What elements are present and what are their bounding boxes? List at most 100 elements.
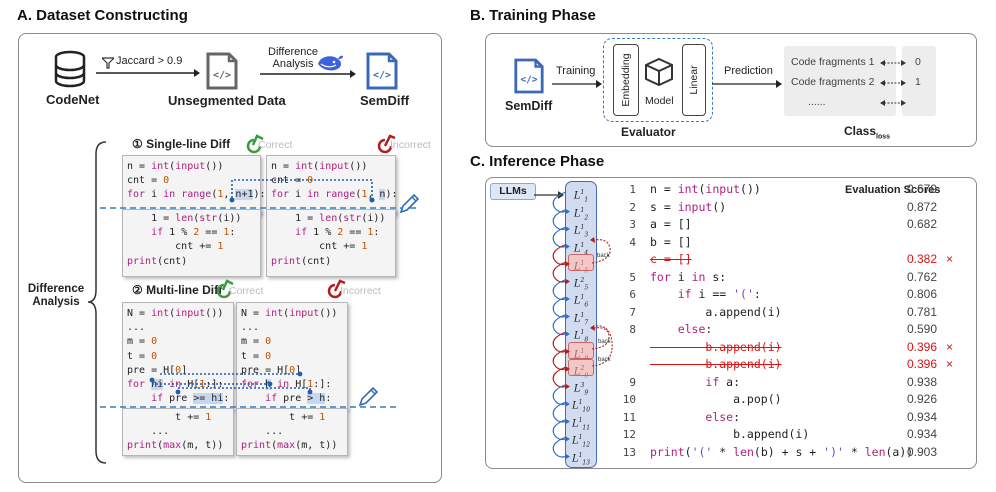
layer-sub: 4 (584, 248, 589, 256)
evaluation-score: 0.396 (907, 357, 938, 371)
line-number: 6 (629, 288, 636, 301)
layer-token: L39 (568, 377, 594, 396)
layer-sub: 11 (582, 423, 591, 431)
layer-sup: 1 (580, 224, 585, 231)
check-incorrect-icon-1 (376, 133, 398, 155)
line-number: 8 (629, 323, 636, 336)
linear-block: Linear (682, 44, 706, 116)
layer-sub: 13 (582, 458, 591, 466)
evaluation-score: 0.926 (907, 392, 938, 406)
layer-sup: 1 (578, 434, 583, 441)
evaluation-score: 0.590 (907, 322, 938, 336)
loop-arrowhead (565, 208, 570, 215)
layer-sup: 1 (580, 329, 585, 336)
codenet-label: CodeNet (46, 92, 100, 107)
evaluation-score: 0.682 (907, 217, 938, 231)
layer-token: L29 (568, 359, 594, 379)
loop-arrow (552, 226, 567, 248)
multi-correct-code-bottom: t += 1 ... print(max(m, t)) (122, 408, 234, 456)
code-line: b.append(i) (650, 427, 810, 441)
evaluation-score: 0.934 (907, 409, 938, 424)
check-correct-icon-1 (245, 133, 267, 155)
training-arrow (552, 76, 602, 88)
single-diff-connector (100, 176, 420, 216)
layer-token: L110 (568, 394, 594, 413)
code-line: s = input() (650, 199, 727, 214)
database-icon (53, 50, 87, 88)
loop-arrow (552, 331, 567, 353)
prediction-arrow (712, 76, 782, 88)
training-label: Training (556, 65, 596, 77)
layer-sup: 1 (578, 451, 583, 459)
loop-arrow (552, 313, 567, 336)
layer-token: L12 (568, 202, 594, 221)
fragment-item: ...... (808, 96, 826, 108)
code-line: if pre > h: (265, 393, 332, 405)
evaluation-score: 0.679 (907, 182, 938, 196)
token-stack: L11L12L13L14L15L25L16L17L18L19L29L39L110… (565, 181, 597, 468)
layer-token: L16 (568, 289, 594, 308)
evaluation-score: 0.382 (907, 252, 938, 266)
loop-arrow (552, 243, 567, 266)
code-line: for i in range(1, n+1): (127, 189, 266, 201)
code-line: for i in s: (650, 269, 727, 284)
filter-label: Jaccard > 0.9 (116, 55, 183, 67)
evaluation-score: 0.762 (907, 269, 938, 284)
layer-token: L111 (568, 412, 594, 431)
loop-arrowhead (565, 383, 570, 390)
multi-incorrect-label: Incorrect (340, 285, 381, 297)
prediction-label: Prediction (724, 65, 773, 77)
evaluation-score: 0.938 (907, 374, 938, 389)
loop-arrow (552, 261, 567, 283)
layer-base: L (571, 400, 579, 412)
code-line: cnt += 1 (271, 241, 368, 253)
code-line: print(max(m, t)) (127, 440, 224, 452)
layer-sub: 5 (584, 267, 589, 275)
evaluator-dashed-box (603, 38, 713, 122)
code-line: cnt = 0 (127, 175, 170, 187)
back-label: back (598, 357, 611, 363)
layer-sub: 3 (584, 231, 589, 239)
layer-sup: 2 (580, 276, 585, 284)
code-line: ... (127, 322, 146, 334)
semdiff-b-label: SemDiff (505, 99, 553, 113)
code-line: a.append(i) (650, 304, 782, 319)
difference-analysis-top-label: Difference Analysis (268, 46, 318, 70)
back-arrows (590, 230, 630, 370)
layer-sub: 1 (584, 196, 589, 204)
layer-sup: 1 (580, 347, 585, 355)
code-line: print(cnt) (271, 255, 332, 267)
code-line: N = int(input()) (241, 308, 338, 319)
layer-base: L (573, 312, 581, 324)
code-line: if 1 % 2 == 1: (151, 227, 236, 239)
code-line: ... (127, 426, 170, 438)
class-value: 1 (915, 76, 921, 88)
unsegmented-label: Unsegmented Data (168, 93, 286, 108)
deepseek-whale-icon (316, 52, 344, 74)
layer-base: L (573, 261, 581, 273)
loop-arrowhead (565, 453, 570, 460)
loop-arrowhead (565, 226, 570, 232)
code-line: t = 0 (241, 350, 272, 362)
layer-sub: 12 (582, 441, 591, 449)
embedding-block: Embedding (613, 44, 639, 116)
layer-base: L (573, 295, 581, 307)
multi-correct-label: Correct (229, 285, 264, 297)
multi-incorrect-code-top: N = int(input()) ... m = 0 t = 0 pre = H… (236, 302, 348, 410)
layer-base: L (571, 452, 579, 464)
llms-arrow (534, 187, 564, 199)
fragments-box (784, 46, 896, 116)
classes-box (902, 46, 936, 116)
section-c-title: C. Inference Phase (470, 153, 605, 170)
line-number: 12 (622, 428, 636, 441)
evaluation-score: 0.396 (907, 339, 938, 354)
layer-base: L (573, 277, 581, 289)
code-line: else: (677, 322, 713, 336)
svg-text:</>: </> (521, 75, 538, 86)
line-number: 1 (629, 183, 636, 196)
layer-base: L (571, 435, 579, 447)
code-line: N = int(input()) (127, 308, 224, 319)
reject-mark-icon: × (946, 339, 954, 354)
code-line: print(cnt) (127, 255, 188, 267)
left-brace (87, 140, 108, 465)
